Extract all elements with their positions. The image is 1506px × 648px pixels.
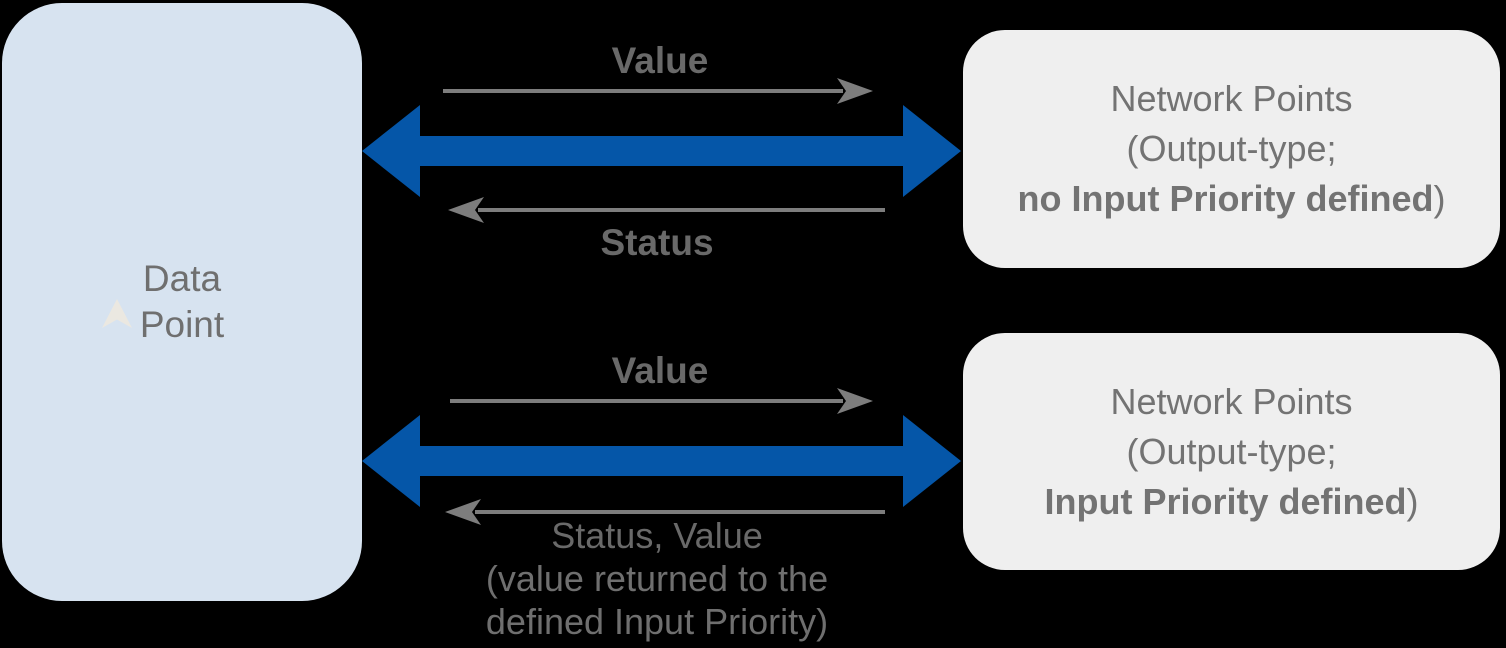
network-box-line3-bold: Input Priority defined <box>1044 480 1407 522</box>
bottom-thin-right-arrow-icon <box>450 388 873 414</box>
data-point-label-line1: Data <box>142 257 222 299</box>
network-points-box-no-priority: Network Points (Output-type; no Input Pr… <box>963 30 1500 268</box>
network-box-line2: (Output-type; <box>1126 128 1337 169</box>
data-point-label-line2: Point <box>139 304 225 345</box>
bottom-return-arrow-label: Status, Value <box>551 515 763 556</box>
network-points-box-priority-defined: Network Points (Output-type; Input Prior… <box>963 333 1500 570</box>
bottom-return-note-line2: defined Input Priority) <box>485 601 829 642</box>
bottom-blue-double-arrow-icon <box>362 415 961 507</box>
up-pointer-cursor-icon <box>102 299 132 328</box>
top-blue-double-arrow-icon <box>362 105 961 197</box>
network-box-line3-suffix: ) <box>1406 480 1419 522</box>
top-thin-left-arrow-icon <box>448 197 885 223</box>
top-return-arrow-label: Status <box>600 222 714 263</box>
network-box-line2: (Output-type; <box>1126 430 1337 472</box>
bottom-return-note-line1: (value returned to the <box>485 558 829 599</box>
network-box-line3-suffix: ) <box>1433 178 1446 219</box>
top-thin-right-arrow-icon <box>443 78 873 104</box>
network-box-line1: Network Points <box>1110 78 1353 119</box>
network-box-line1: Network Points <box>1110 380 1353 422</box>
bottom-return-note: Status, Value (value returned to the def… <box>397 514 917 643</box>
bottom-thin-left-arrow-icon <box>445 499 885 525</box>
network-box-line3: Input Priority defined) <box>1044 477 1418 527</box>
data-point-box: Data Point <box>2 3 362 601</box>
top-forward-arrow-label: Value <box>611 40 709 81</box>
network-box-line3-bold: no Input Priority defined <box>1017 178 1434 219</box>
bottom-forward-arrow-label: Value <box>611 350 709 391</box>
network-box-line3: no Input Priority defined) <box>1018 174 1446 224</box>
